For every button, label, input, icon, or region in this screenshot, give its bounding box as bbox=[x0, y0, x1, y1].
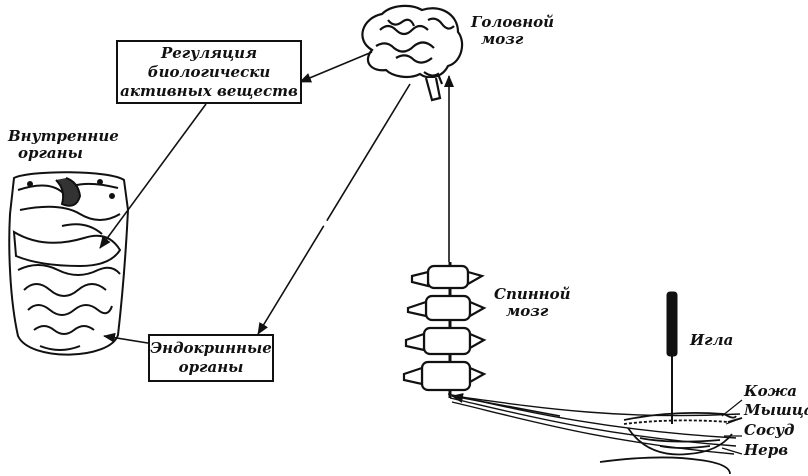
needle-illustration bbox=[667, 292, 677, 424]
brain-label: Головной мозг bbox=[471, 14, 554, 48]
arrow-brain-to-endocrine bbox=[258, 84, 410, 334]
internal-organs-illustration bbox=[9, 172, 128, 354]
vessel-label: Сосуд bbox=[744, 422, 794, 439]
spinal-cord-label: Спинной мозг bbox=[494, 286, 571, 320]
arrow-brain-to-regulation bbox=[300, 52, 372, 82]
brain-illustration bbox=[362, 6, 462, 100]
nerve-label: Нерв bbox=[744, 442, 788, 459]
regulation-box: Регуляция биологически активных веществ bbox=[116, 40, 302, 104]
skin-label: Кожа bbox=[744, 383, 797, 400]
spinal-cord-illustration bbox=[404, 262, 484, 398]
internal-organs-label: Внутренние органы bbox=[8, 128, 119, 162]
needle-label: Игла bbox=[690, 332, 733, 349]
muscle-label: Мышца bbox=[744, 402, 808, 419]
endocrine-box: Эндокринные органы bbox=[148, 334, 274, 382]
